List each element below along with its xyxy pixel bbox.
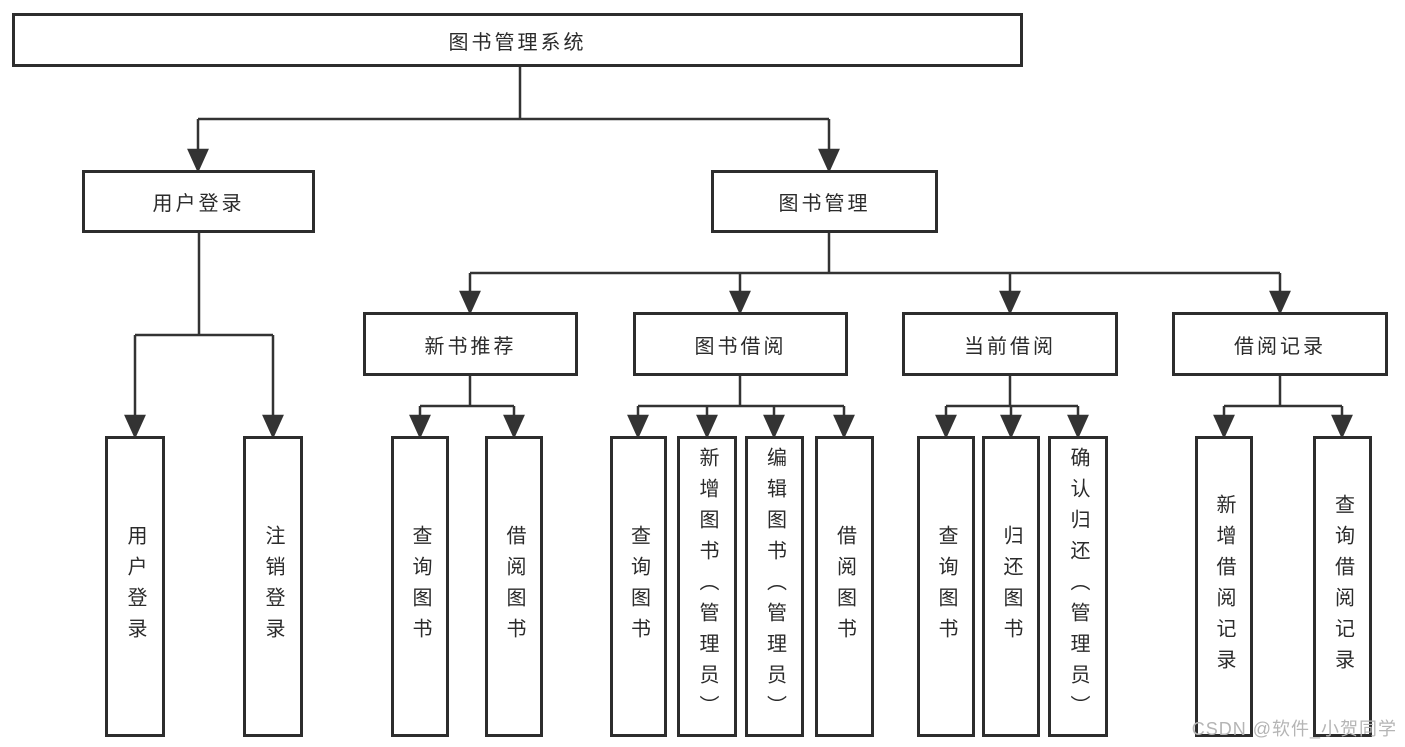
node-label: 借阅图书 [503, 524, 525, 649]
connector-user-login-children [124, 233, 284, 440]
node-label: 归还图书 [1000, 524, 1022, 649]
node-new-book-recommend: 新书推荐 [363, 312, 578, 376]
node-label: 注销登录 [262, 524, 284, 649]
node-label: 图书管理 [778, 193, 871, 215]
node-borrow-record: 借阅记录 [1172, 312, 1388, 376]
node-label: 用户登录 [152, 193, 245, 215]
node-leaf-borrow-books: 借阅图书 [815, 436, 874, 737]
node-current-borrow: 当前借阅 [902, 312, 1118, 376]
node-leaf-add-books-admin: 新增图书（管理员） [677, 436, 737, 737]
node-leaf-query-books-recommend: 查询图书 [391, 436, 449, 737]
connector-new-book-children [409, 376, 525, 440]
node-label: 查询图书 [935, 524, 957, 649]
node-leaf-borrow-books-recommend: 借阅图书 [485, 436, 543, 737]
node-leaf-add-borrow-record: 新增借阅记录 [1195, 436, 1253, 737]
node-leaf-return-books: 归还图书 [982, 436, 1040, 737]
node-label: 当前借阅 [964, 335, 1056, 358]
node-label: 图书借阅 [694, 335, 787, 358]
node-leaf-confirm-return-admin: 确认归还（管理员） [1048, 436, 1108, 737]
node-user-login-branch: 用户登录 [82, 170, 315, 233]
connector-book-management-children [459, 233, 1291, 316]
connector-current-borrow-children [935, 376, 1089, 440]
node-leaf-logout: 注销登录 [243, 436, 303, 737]
node-leaf-edit-books-admin: 编辑图书（管理员） [745, 436, 804, 737]
node-library-management-system: 图书管理系统 [12, 13, 1023, 67]
connector-root-to-level2 [187, 67, 840, 174]
node-leaf-user-login: 用户登录 [105, 436, 165, 737]
node-label: 图书管理系统 [448, 31, 587, 54]
node-label: 查询借阅记录 [1331, 493, 1354, 680]
connector-borrow-record-children [1213, 376, 1353, 440]
node-label: 查询图书 [409, 524, 431, 649]
node-book-borrow: 图书借阅 [633, 312, 848, 376]
node-label: 编辑图书（管理员） [763, 447, 786, 726]
csdn-watermark: CSDN @软件_小贺同学 [1191, 719, 1397, 739]
node-label: 新增图书（管理员） [696, 447, 718, 726]
node-leaf-query-books-current: 查询图书 [917, 436, 975, 737]
node-label: 查询图书 [627, 524, 650, 649]
node-leaf-query-borrow-record: 查询借阅记录 [1313, 436, 1372, 737]
node-label: 用户登录 [124, 524, 146, 649]
node-label: 借阅记录 [1234, 335, 1326, 358]
node-book-management-branch: 图书管理 [711, 170, 938, 233]
connector-book-borrow-children [627, 376, 855, 440]
node-label: 新增借阅记录 [1213, 493, 1235, 680]
node-label: 借阅图书 [833, 524, 856, 649]
node-label: 新书推荐 [424, 335, 517, 358]
node-label: 确认归还（管理员） [1067, 447, 1089, 726]
node-leaf-query-books-borrow: 查询图书 [610, 436, 667, 737]
